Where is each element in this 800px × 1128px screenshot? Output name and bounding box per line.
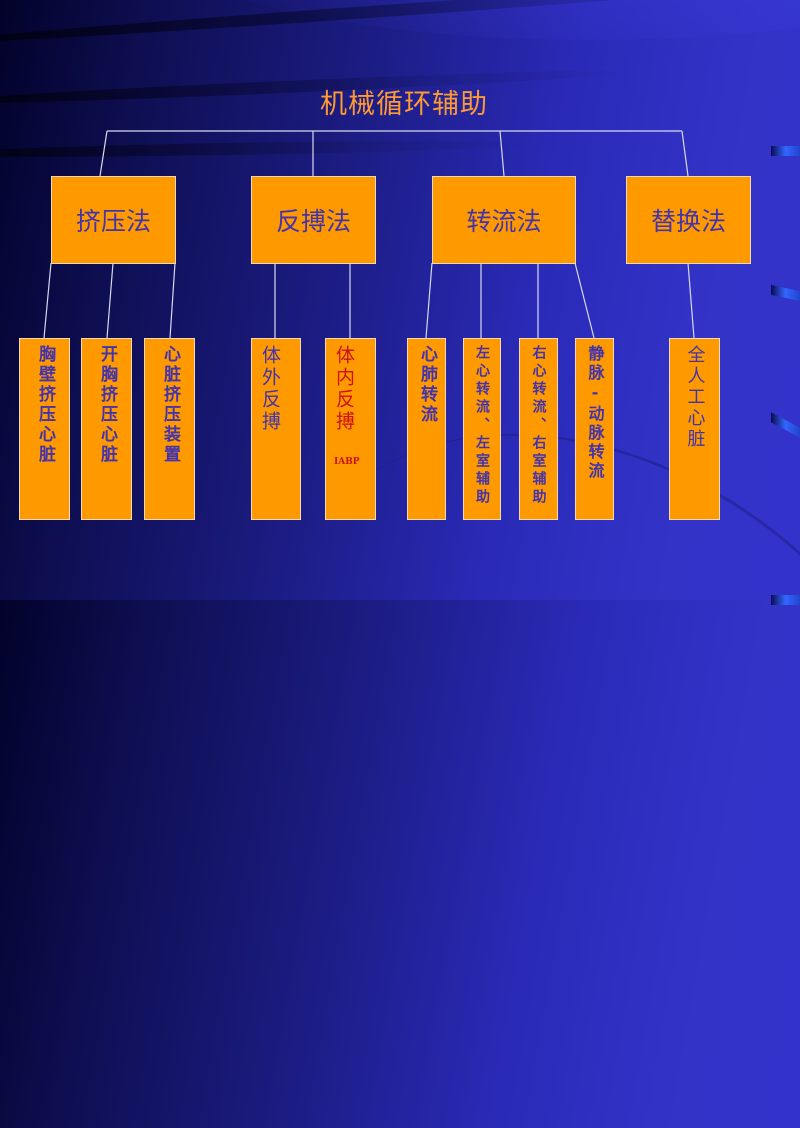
- category-box-replacement: 替换法: [626, 176, 751, 264]
- method-box: 心肺转流: [407, 338, 446, 520]
- category-label: 挤压法: [75, 207, 151, 236]
- method-sublabel: IABP: [334, 457, 360, 467]
- method-box: 胸壁挤压心脏: [19, 338, 70, 520]
- method-box: 右心转流、右室辅助: [519, 338, 558, 520]
- category-label: 反搏法: [275, 207, 351, 236]
- method-label: 右心转流、右室辅助: [530, 345, 547, 507]
- method-label: 胸壁挤压心脏: [35, 345, 55, 465]
- diagram-title: 机械循环辅助: [320, 89, 488, 120]
- method-label: 左心转流、左室辅助: [474, 345, 490, 507]
- method-box: 体外反搏: [251, 338, 301, 520]
- method-label: 体内反搏: [333, 345, 355, 433]
- category-label: 转流法: [466, 207, 542, 236]
- decorative-side-bar: [771, 146, 800, 156]
- method-box: 静脉-动脉转流: [575, 338, 614, 520]
- method-box-highlight: 体内反搏 IABP: [325, 338, 376, 520]
- category-label: 替换法: [650, 207, 726, 236]
- method-label: 心脏挤压装置: [160, 345, 180, 465]
- category-box-compression: 挤压法: [51, 176, 176, 264]
- category-box-counterpulsation: 反搏法: [251, 176, 376, 264]
- method-label: 开胸挤压心脏: [97, 345, 117, 465]
- method-label: 心肺转流: [417, 345, 437, 425]
- method-label: 体外反搏: [259, 345, 281, 433]
- method-box: 全人工心脏: [669, 338, 720, 520]
- method-label: 静脉-动脉转流: [585, 345, 605, 481]
- method-label: 全人工心脏: [684, 345, 706, 450]
- category-box-bypass: 转流法: [432, 176, 576, 264]
- method-box: 心脏挤压装置: [144, 338, 195, 520]
- connector-lines: [43, 130, 695, 339]
- method-box: 左心转流、左室辅助: [463, 338, 501, 520]
- method-box: 开胸挤压心脏: [81, 338, 132, 520]
